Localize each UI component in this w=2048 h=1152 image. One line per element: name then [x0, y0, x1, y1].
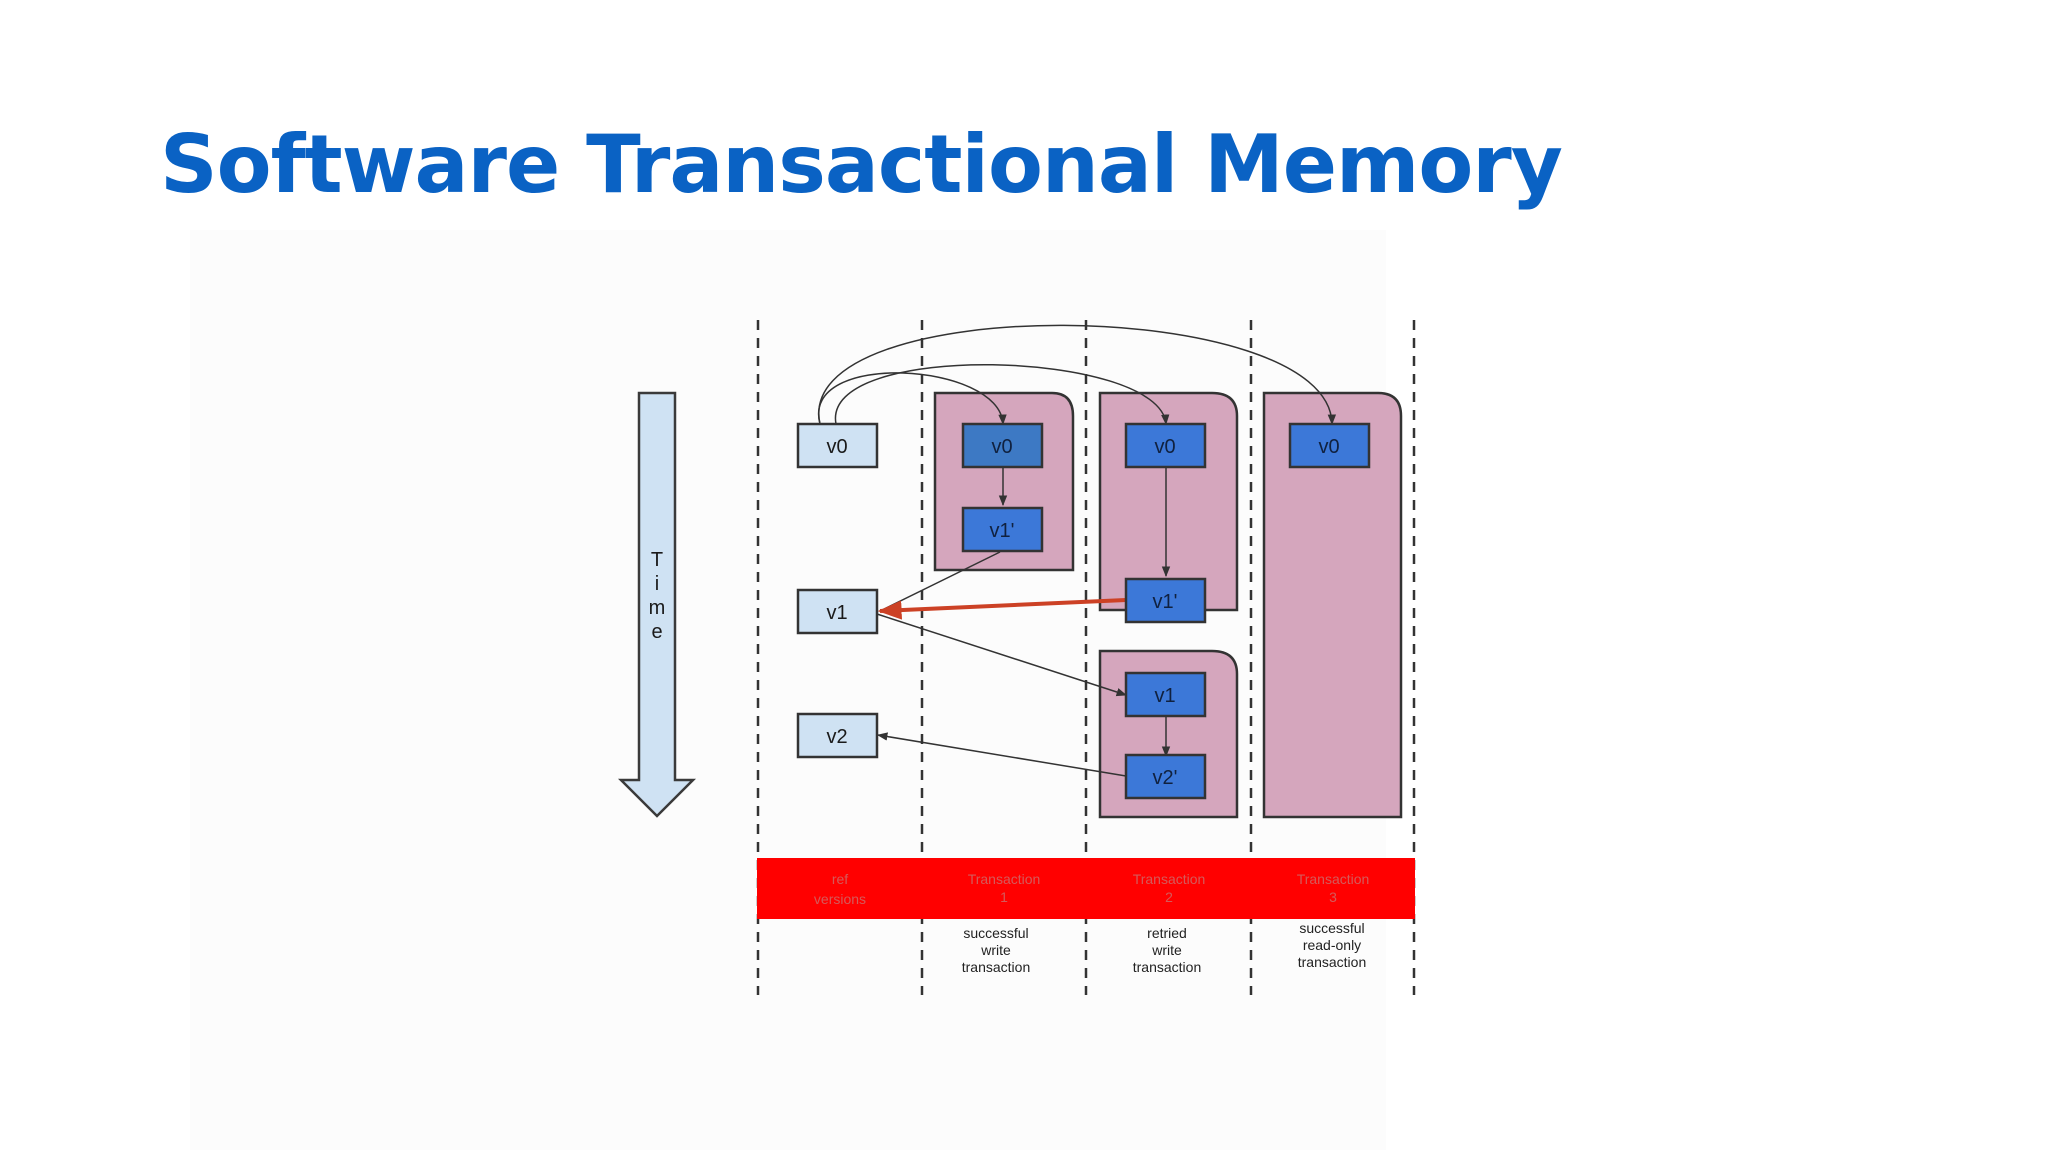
time-axis: T i m e [617, 391, 697, 818]
txn-version-label: v0 [1318, 436, 1339, 458]
transaction-1-note: successful [963, 925, 1028, 941]
time-letter: i [655, 573, 659, 595]
transaction-3-region [1262, 391, 1403, 819]
txn-version-label: v1' [990, 520, 1015, 542]
band-background [757, 858, 1415, 919]
band-label-transaction-1: Transaction [968, 871, 1041, 887]
transaction-1-versions: v0 v1' [961, 422, 1044, 553]
txn-version-label: v2' [1153, 767, 1178, 789]
band-label-transaction-2: 2 [1165, 889, 1173, 905]
txn-version-box: v1' [961, 506, 1044, 553]
band-label-ref-versions: ref [832, 871, 848, 887]
transaction-2-note: retried [1147, 925, 1187, 941]
ref-version-label: v2 [826, 726, 847, 748]
read-arrow [817, 372, 1007, 426]
ref-version-label: v0 [826, 436, 847, 458]
ref-version-box: v0 [796, 422, 879, 469]
txn-version-label: v0 [1154, 436, 1175, 458]
band-label-transaction-3: 3 [1329, 889, 1337, 905]
read-arrow [835, 363, 1170, 426]
conflict-arrow [877, 598, 1127, 620]
time-letter: m [649, 597, 666, 619]
band-label-ref-versions: versions [814, 891, 866, 907]
txn-version-label: v0 [991, 436, 1012, 458]
ref-version-box: v2 [796, 712, 879, 759]
band-label-transaction-1: 1 [1000, 889, 1008, 905]
transaction-3-versions: v0 [1288, 422, 1371, 469]
transaction-3-note: read-only [1303, 937, 1361, 953]
band-label-transaction-3: Transaction [1297, 871, 1370, 887]
txn-version-box: v0 [961, 422, 1044, 469]
version-arrows [876, 467, 1171, 777]
time-arrow-icon [617, 391, 697, 818]
transaction-2-note: write [1151, 942, 1182, 958]
slide-title: Software Transactional Memory [160, 118, 1563, 211]
read-arrows [817, 324, 1337, 426]
band-label-transaction-2: Transaction [1133, 871, 1206, 887]
ref-versions: v0 v1 v2 [796, 422, 879, 759]
column-label-band: ref versions Transaction 1 Transaction 2… [757, 858, 1415, 919]
transaction-3-note: successful [1299, 920, 1364, 936]
ref-version-label: v1 [826, 602, 847, 624]
transaction-2-note: transaction [1133, 959, 1201, 975]
txn-version-box: v0 [1124, 422, 1207, 469]
arrow-v1-to-t2-retry [876, 613, 1127, 697]
transaction-1-note: transaction [962, 959, 1030, 975]
txn-version-box: v0 [1288, 422, 1371, 469]
time-letter: T [651, 549, 663, 571]
ref-version-box: v1 [796, 588, 879, 635]
txn-version-box: v1' [1124, 577, 1207, 624]
transaction-1-note: write [980, 942, 1011, 958]
transaction-notes: successful write transaction retried wri… [962, 920, 1366, 975]
txn-version-label: v1' [1153, 591, 1178, 613]
read-arrow [818, 324, 1337, 426]
transaction-3-note: transaction [1298, 954, 1366, 970]
time-letter: e [651, 621, 662, 643]
txn-version-box: v2' [1124, 753, 1207, 800]
transaction-2-versions: v0 v1' v1 v2' [1124, 422, 1207, 800]
txn-version-box: v1 [1124, 671, 1207, 718]
txn-version-label: v1 [1154, 685, 1175, 707]
arrow-t2-commit-to-v2 [876, 732, 1127, 777]
